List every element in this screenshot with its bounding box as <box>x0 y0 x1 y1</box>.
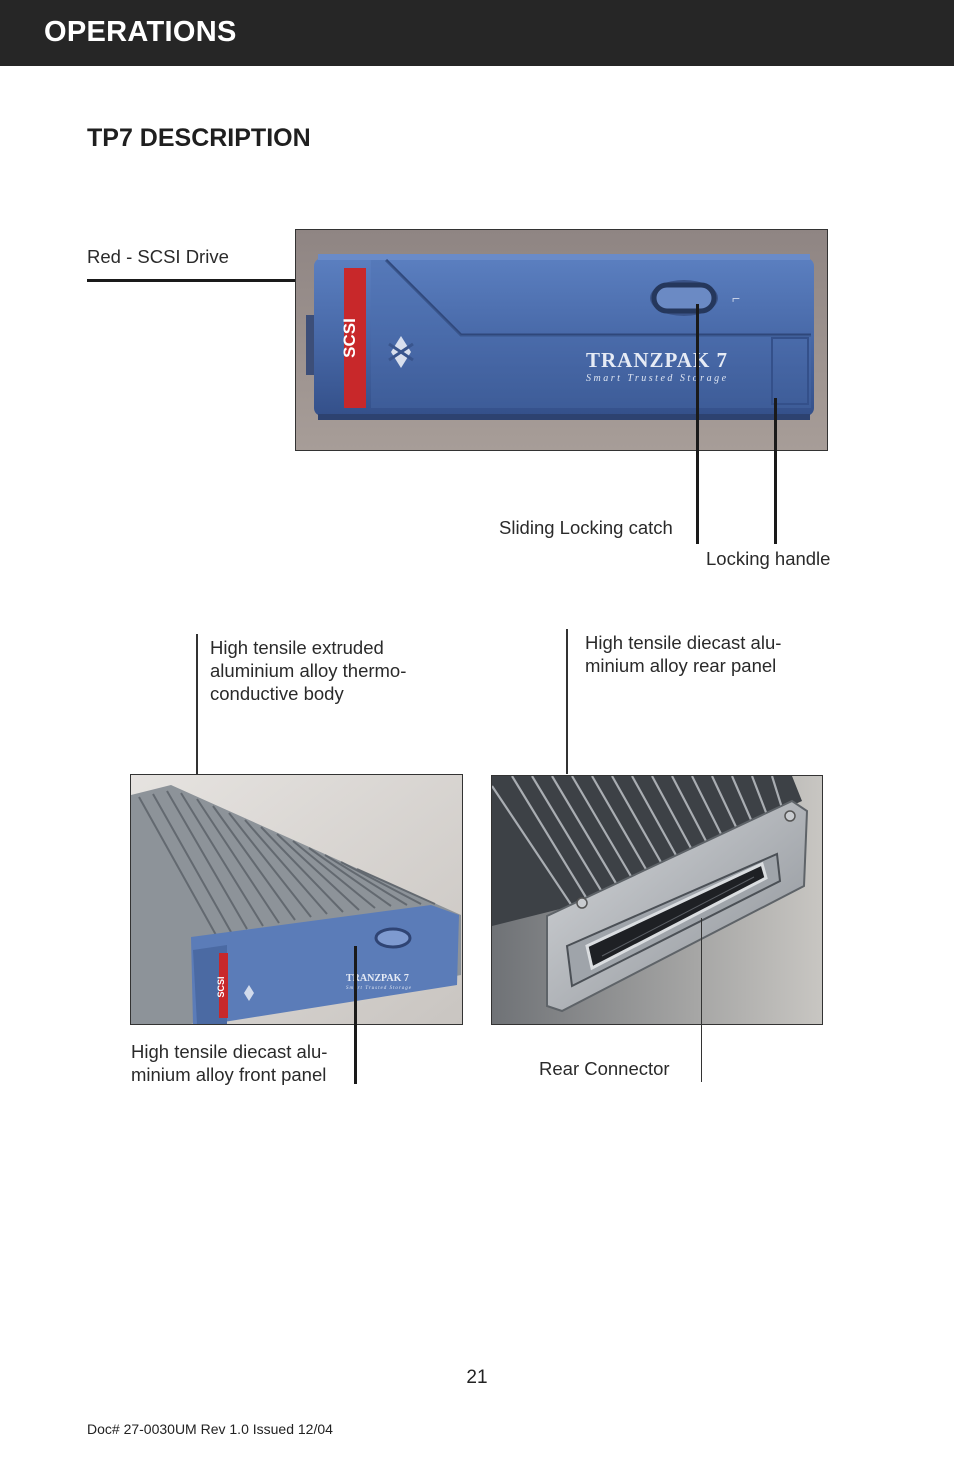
panel-screw-icon <box>576 897 588 909</box>
leader-line-rear-connector <box>701 918 702 1082</box>
label-sliding-locking-catch: Sliding Locking catch <box>499 517 673 538</box>
label-rear-panel-line-2: minium alloy rear panel <box>585 655 777 676</box>
brand-logo-icon <box>388 336 414 368</box>
leader-line-front-panel <box>354 946 357 1084</box>
leader-line-rear-panel <box>566 629 568 774</box>
brand-tagline-left: Smart Trusted Storage <box>346 986 412 991</box>
label-extruded-body: High tensile extruded aluminium alloy th… <box>210 636 406 705</box>
section-title: TP7 DESCRIPTION <box>87 124 311 152</box>
label-extruded-body-line-3: conductive body <box>210 683 344 704</box>
label-rear-panel: High tensile diecast alu- minium alloy r… <box>585 631 781 677</box>
leader-line-body <box>196 634 198 896</box>
leader-line-sliding-catch <box>696 304 699 544</box>
label-front-panel: High tensile diecast alu- minium alloy f… <box>131 1040 327 1086</box>
header-title: OPERATIONS <box>44 16 237 48</box>
tp7-top-illustration: SCSI ⌐ TRANZPAK 7 Smart Trusted Storage <box>296 230 827 450</box>
label-front-panel-line-2: minium alloy front panel <box>131 1064 327 1085</box>
label-rear-panel-line-1: High tensile diecast alu- <box>585 632 782 653</box>
scsi-side-text: SCSI <box>340 318 359 358</box>
page-number: 21 <box>466 1367 488 1388</box>
tp7-rear-illustration <box>492 776 822 1024</box>
header-bar: OPERATIONS <box>0 0 954 66</box>
label-rear-connector: Rear Connector <box>539 1058 670 1079</box>
brand-logo-icon-left <box>244 985 254 1001</box>
leader-line-locking-handle <box>774 398 777 544</box>
brand-name: TRANZPAK 7 <box>586 348 728 372</box>
scsi-side-text-left: SCSI <box>216 976 226 997</box>
label-extruded-body-line-2: aluminium alloy thermo- <box>210 660 407 681</box>
label-locking-handle: Locking handle <box>706 548 831 569</box>
photo-tp7-top-view: SCSI ⌐ TRANZPAK 7 Smart Trusted Storage <box>295 229 828 451</box>
photo-tp7-front-perspective: SCSI TRANZPAK 7 Smart Trusted Storage <box>130 774 463 1025</box>
rear-connector-port <box>585 861 768 971</box>
leader-line-red-scsi <box>87 279 352 282</box>
brand-tagline: Smart Trusted Storage <box>586 373 729 384</box>
tp7-front-illustration: SCSI TRANZPAK 7 Smart Trusted Storage <box>131 775 462 1024</box>
document-reference: Doc# 27-0030UM Rev 1.0 Issued 12/04 <box>87 1421 333 1437</box>
label-red-scsi-drive: Red - SCSI Drive <box>87 246 229 267</box>
brand-name-left: TRANZPAK 7 <box>346 973 409 984</box>
label-front-panel-line-1: High tensile diecast alu- <box>131 1041 328 1062</box>
unlock-arrow-icon: ⌐ <box>732 290 740 306</box>
label-extruded-body-line-1: High tensile extruded <box>210 637 384 658</box>
photo-tp7-rear-perspective <box>491 775 823 1025</box>
panel-screw-icon <box>784 810 796 822</box>
